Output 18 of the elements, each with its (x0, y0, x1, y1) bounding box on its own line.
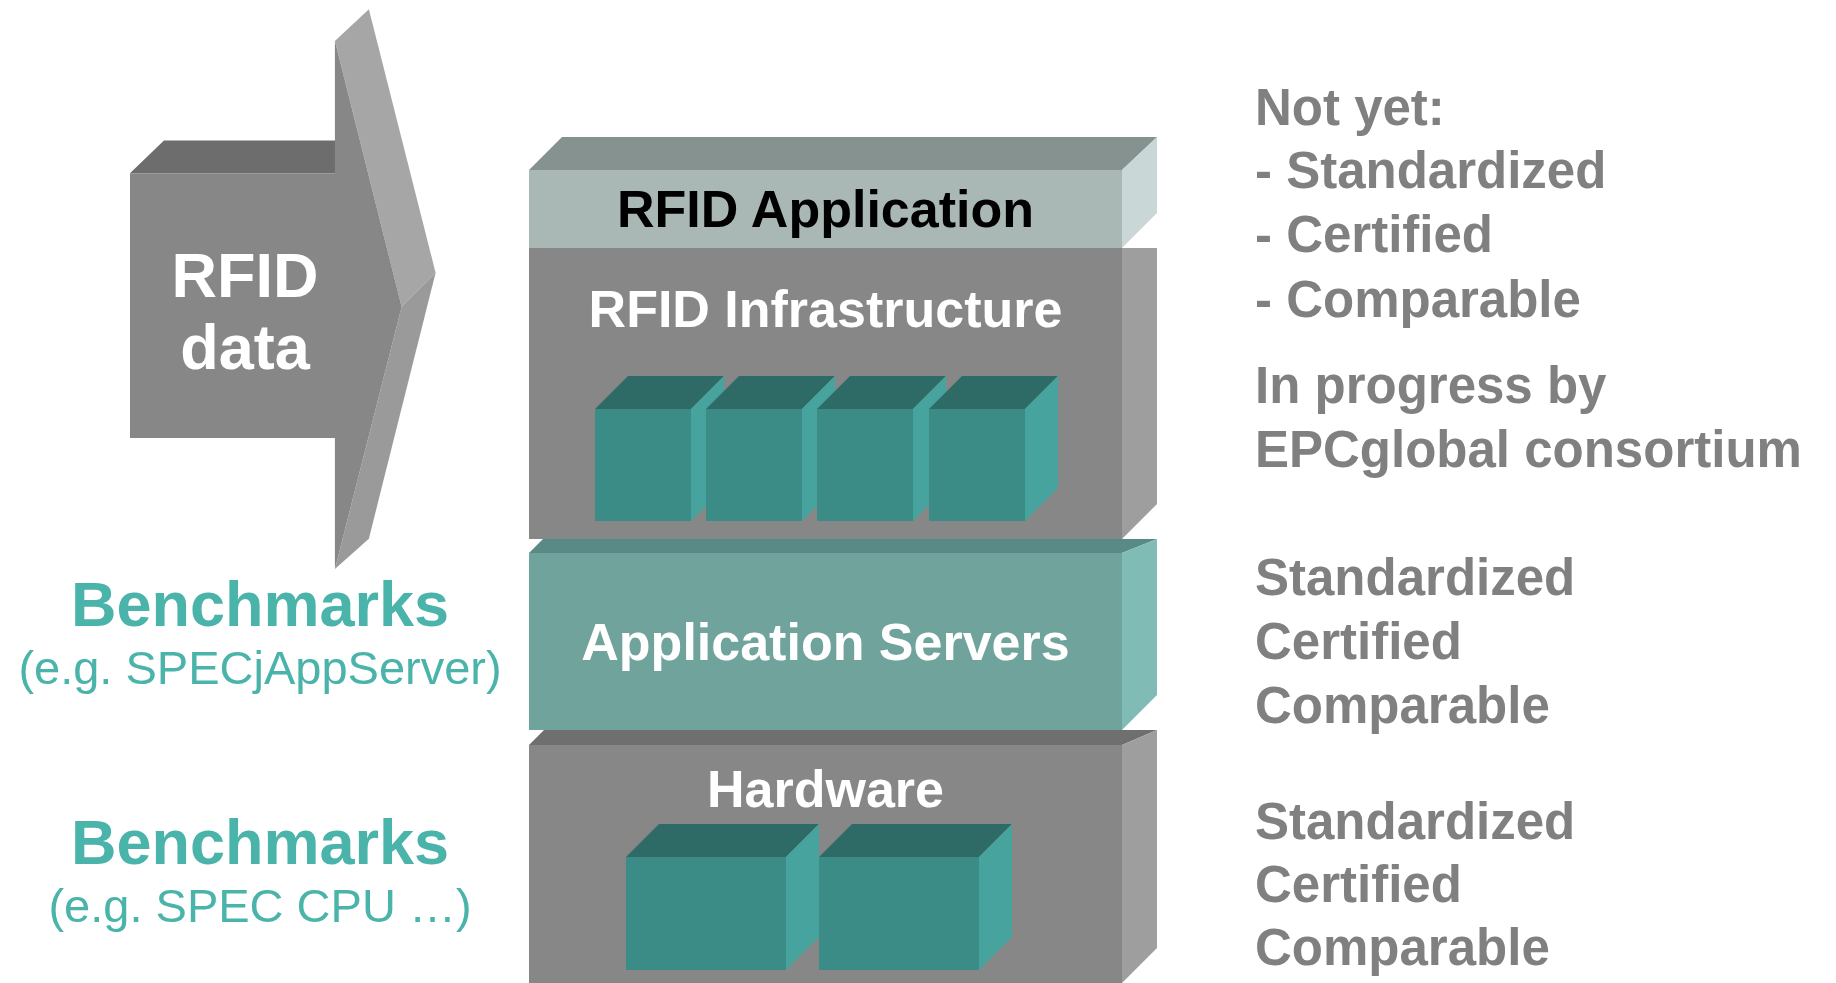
status-text: Comparable (1255, 918, 1550, 978)
status-text: Standardized (1255, 792, 1576, 852)
status-text: In progress by EPCglobal consortium (1255, 356, 1803, 480)
status-text: Certified (1255, 612, 1462, 672)
status-text: Comparable (1255, 676, 1550, 736)
benchmark-example: (e.g. SPEC CPU …) (48, 878, 472, 934)
status-text: Standardized (1255, 548, 1576, 608)
arrow-label: RFID data (170, 239, 320, 383)
status-text: - Certified (1255, 205, 1494, 265)
status-text: - Comparable (1255, 270, 1581, 330)
status-text: Not yet: (1255, 78, 1445, 138)
benchmark-example: (e.g. SPECjAppServer) (18, 640, 502, 696)
benchmark-heading: Benchmarks (70, 806, 450, 879)
layer-label: Hardware (707, 763, 944, 815)
status-text: Certified (1255, 855, 1462, 915)
status-text: - Standardized (1255, 141, 1607, 201)
benchmark-heading: Benchmarks (70, 568, 450, 641)
layer-label: RFID Infrastructure (588, 283, 1063, 335)
